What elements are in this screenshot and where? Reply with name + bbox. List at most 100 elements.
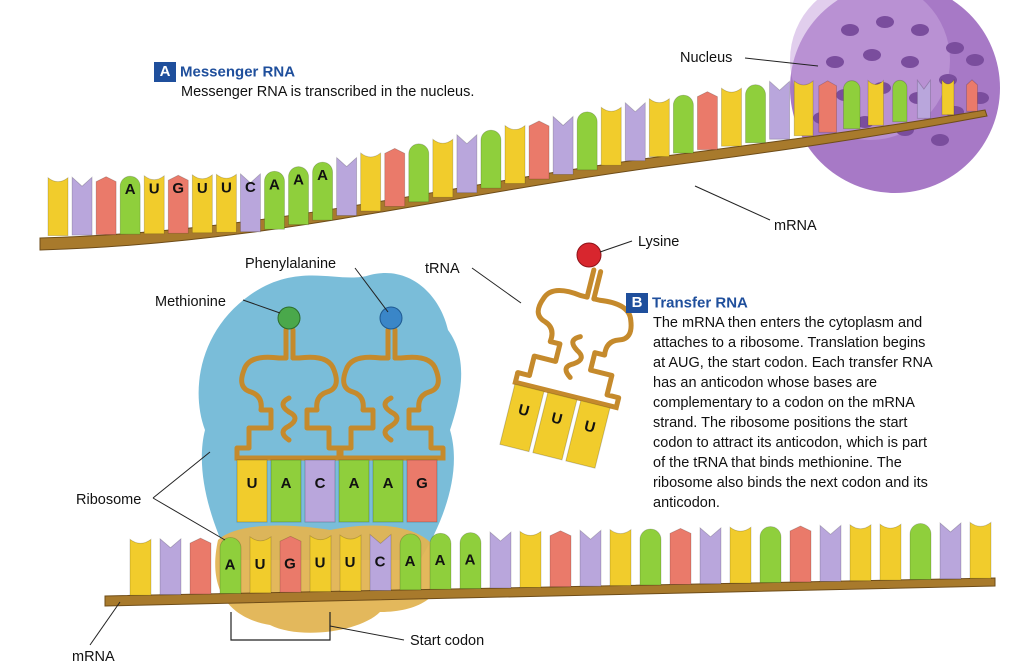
lysine-label: Lysine (638, 234, 679, 250)
mrna-base (191, 173, 213, 234)
bottom-base-letter: C (375, 553, 386, 570)
section-b-line: at AUG, the start codon. Each transfer R… (653, 355, 933, 371)
mrna-base (408, 143, 430, 203)
mrna-base (969, 521, 992, 579)
anticodon-letter: U (516, 401, 531, 420)
start-codon-label: Start codon (410, 633, 484, 649)
mrna-base (167, 174, 189, 234)
mrna-base (288, 166, 309, 226)
mrna-base (793, 80, 814, 137)
bottom-mrna-backbone (104, 577, 996, 607)
mrna-base (47, 176, 69, 237)
section-b-line: anticodon. (653, 495, 720, 511)
anticodon-base (532, 391, 578, 461)
bottom-base-letter: G (284, 555, 296, 572)
top-mrna-label: mRNA (774, 218, 817, 234)
top-base-letter: U (197, 180, 208, 197)
section-b-line: ribosome also binds the next codon and i… (653, 475, 928, 491)
mrna-base (579, 529, 602, 587)
anticodon-letter: U (582, 418, 597, 437)
bottom-mrna-label: mRNA (72, 649, 115, 665)
mrna-base (648, 97, 670, 158)
mrna-base (336, 156, 358, 216)
mrna-base (867, 79, 884, 126)
mrna-base (456, 133, 478, 194)
anticodon-letter: A (383, 475, 394, 492)
mrna-base (849, 523, 872, 582)
nucleus-label: Nucleus (680, 50, 732, 66)
top-base-letter: A (125, 181, 136, 198)
top-base-letter: A (269, 176, 280, 193)
mrna-base (624, 101, 646, 162)
mrna-base (129, 538, 152, 596)
mrna-base (892, 79, 908, 123)
mrna-base (879, 523, 902, 581)
mrna-base (552, 115, 574, 175)
anticodon-base (270, 459, 302, 523)
lysine-ball (576, 242, 602, 268)
mrna-base (119, 175, 141, 235)
mrna-base (95, 176, 117, 236)
mrna-base (219, 537, 242, 594)
mrna-base (745, 84, 766, 144)
section-b-body: The mRNA then enters the cytoplasm and a… (653, 313, 1006, 513)
leader-lines (89, 57, 819, 646)
top-base-letter: U (149, 181, 160, 198)
section-b-line: attaches to a ribosome. Translation begi… (653, 335, 926, 351)
section-b-badge: B (626, 293, 648, 313)
nuclear-pore (931, 134, 949, 146)
section-a-body: Messenger RNA is transcribed in the nucl… (181, 84, 475, 100)
mrna-base (312, 161, 333, 221)
mrna-base (549, 530, 572, 588)
mrna-base (399, 533, 422, 591)
phenylalanine-label: Phenylalanine (245, 256, 336, 272)
nuclear-pore (863, 49, 881, 61)
anticodon-base (565, 400, 611, 469)
anticodon-letter: C (315, 475, 326, 492)
mrna-base (309, 534, 332, 593)
mrna-base (71, 176, 93, 236)
section-b-line: complementary to a codon on the mRNA (653, 395, 915, 411)
anticodon-letter: U (549, 409, 564, 428)
anticodon-base (499, 383, 545, 453)
mrna-base (759, 526, 782, 583)
trna-acceptor-stem (385, 327, 398, 361)
mrna-base (369, 533, 392, 591)
top-base-letter: A (317, 167, 328, 184)
anticodon-base (372, 459, 404, 523)
mrna-base (215, 173, 237, 233)
mrna-base (699, 526, 722, 585)
anticodon-letter: A (281, 475, 292, 492)
top-base-letter: U (221, 179, 232, 196)
anticodon-base (304, 459, 336, 523)
mrna-base (480, 129, 502, 189)
mrna-base (672, 94, 694, 154)
mrna-base (576, 111, 598, 171)
mrna-base (769, 80, 790, 140)
methionine-ball (277, 306, 301, 330)
mrna-base (504, 124, 526, 184)
mrna-base (697, 91, 718, 151)
ribosome-label: Ribosome (76, 492, 141, 508)
mrna-base (600, 106, 622, 166)
trna-label: tRNA (425, 261, 460, 277)
mrna-base (843, 80, 861, 130)
mrna-base (639, 528, 662, 586)
mrna-base (966, 79, 978, 112)
bottom-base-letter: A (435, 552, 446, 569)
nuclear-pore (826, 56, 844, 68)
mrna-base (384, 147, 406, 207)
bottom-base-letter: U (255, 556, 266, 573)
nuclear-pore (911, 24, 929, 36)
mrna-base (609, 528, 632, 586)
mrna-base (909, 523, 932, 580)
mrna-base (143, 174, 165, 235)
mrna-base (721, 87, 742, 147)
mrna-base (669, 527, 692, 585)
mrna-base (519, 530, 542, 588)
nuclear-pore (946, 42, 964, 54)
trna-cloverleaf (515, 288, 634, 401)
mrna-base (459, 532, 482, 590)
